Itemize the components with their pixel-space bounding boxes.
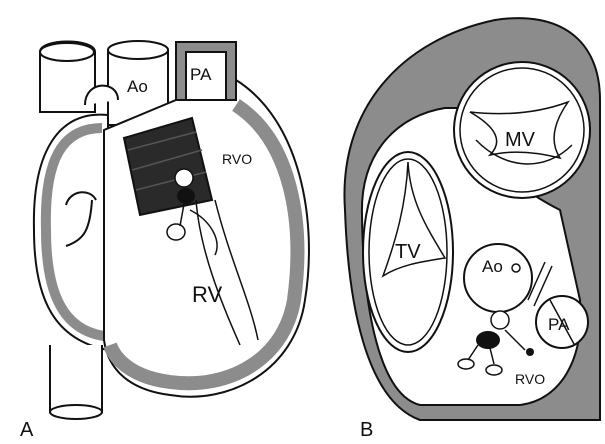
panel-label-b: B — [360, 419, 373, 441]
label-mv-b: MV — [505, 129, 536, 151]
label-pa-b: PA — [548, 315, 570, 334]
label-rv-a: RV — [192, 282, 222, 307]
aortic-valve-ring — [464, 244, 532, 312]
panel-label-a: A — [20, 419, 34, 441]
panel-a-heart — [34, 41, 309, 419]
label-ao-b: Ao — [482, 257, 503, 276]
panel-b-heart — [344, 18, 600, 420]
label-tv-b: TV — [395, 241, 421, 263]
inferior-vena-cava — [50, 345, 102, 412]
label-pa-a: PA — [190, 65, 212, 84]
label-rvo-b: RVO — [515, 371, 545, 387]
label-ao-a: Ao — [127, 77, 148, 96]
label-rvo-a: RVO — [222, 151, 252, 167]
